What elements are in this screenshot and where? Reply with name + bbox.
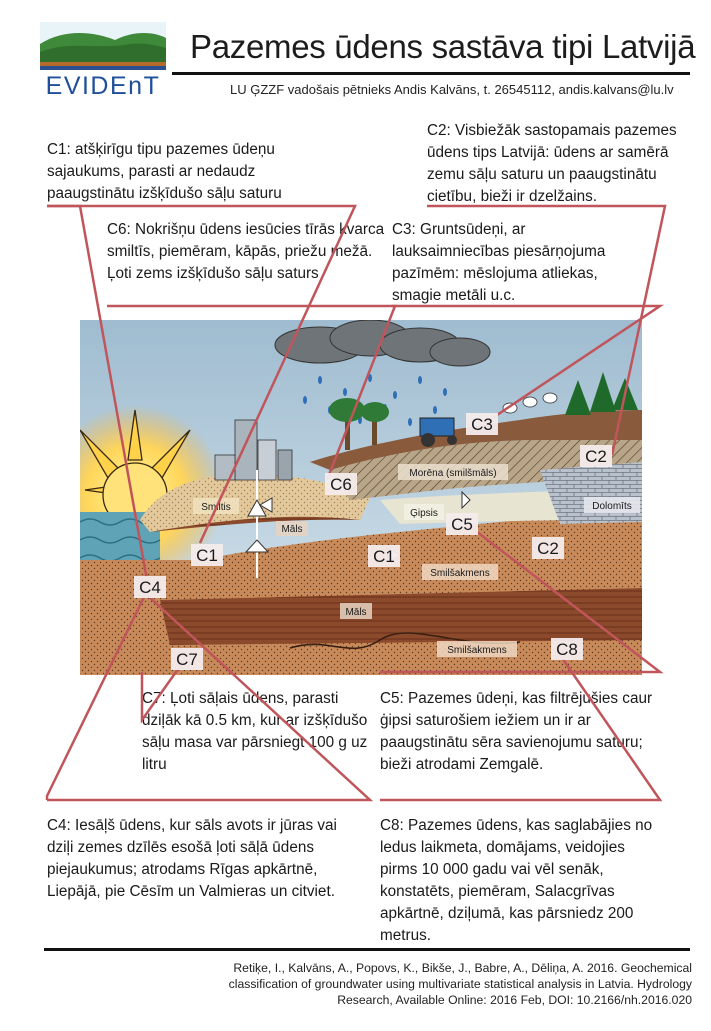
svg-text:C5: C5: [451, 515, 473, 534]
note-c6: C6: Nokrišņu ūdens iesūcies tīrās kvarca…: [107, 221, 385, 282]
marker-c6: C6: [325, 473, 357, 495]
trees: [329, 372, 638, 450]
svg-text:C1: C1: [196, 546, 218, 565]
svg-text:C2: C2: [585, 447, 607, 466]
marker-c3: C3: [466, 413, 498, 435]
svg-text:C8: C8: [556, 640, 578, 659]
layer-label-gipsis: Ģipsis: [404, 504, 444, 520]
svg-text:C1: C1: [373, 547, 395, 566]
note-c7: C7: Ļoti sāļais ūdens, parasti dziļāk kā…: [142, 690, 368, 773]
svg-text:C6: C6: [330, 475, 352, 494]
citation: Retiķe, I., Kalvāns, A., Popovs, K., Bik…: [120, 960, 692, 1008]
well-pipe: [244, 470, 273, 578]
sheep: [502, 392, 558, 414]
deep-sandstone-layer: [80, 560, 642, 675]
layer-label-dolomits: Dolomīts: [584, 497, 640, 513]
note-c2: C2: Visbiežāk sastopamais pazemes ūdens …: [427, 122, 677, 205]
citation-line-2: classification of groundwater using mult…: [228, 977, 692, 991]
marker-c4: C4: [134, 576, 166, 598]
page-subtitle: LU ĢZZF vadošais pētnieks Andis Kalvāns,…: [230, 82, 674, 97]
svg-text:Smiltis: Smiltis: [201, 502, 230, 513]
city-buildings: [214, 419, 293, 481]
svg-text:C4: C4: [139, 578, 161, 597]
footer-divider: [44, 948, 690, 951]
evident-logo: EVIDEnT: [40, 22, 168, 102]
marker-c1-left: C1: [191, 544, 223, 566]
layer-label-smilsakmens-upper: Smilšakmens: [422, 564, 498, 580]
svg-text:Māls: Māls: [345, 607, 366, 618]
note-c3: C3: Gruntsūdeņi, ar lauksaimniecības pie…: [392, 221, 606, 304]
marker-c5: C5: [446, 513, 478, 535]
svg-text:C7: C7: [176, 650, 198, 669]
tractor-icon: [419, 417, 457, 447]
layer-label-smilsakmens-lower: Smilšakmens: [437, 641, 517, 657]
layer-label-mals-lower: Māls: [340, 603, 372, 619]
svg-text:Smilšakmens: Smilšakmens: [447, 645, 506, 656]
flow-arrow-c5: [461, 490, 471, 510]
sand-dune: [140, 474, 370, 532]
sea: [80, 512, 160, 600]
clay-layer-lower: [160, 588, 642, 645]
sky: [80, 320, 642, 675]
layer-label-morena: Morēna (smilšmāls): [398, 464, 508, 480]
svg-text:Ģipsis: Ģipsis: [410, 508, 438, 519]
svg-text:C3: C3: [471, 415, 493, 434]
moraine-layer: [330, 438, 642, 500]
marker-c7: C7: [171, 648, 203, 670]
marker-c2-top: C2: [580, 445, 612, 467]
flow-arrow-c1: [387, 547, 401, 563]
svg-text:C2: C2: [537, 539, 559, 558]
gypsum-layer: [380, 490, 600, 524]
logo-text: EVIDEnT: [46, 72, 161, 100]
rain-drops: [303, 374, 447, 426]
marker-c8: C8: [551, 638, 583, 660]
marker-c2-bottom: C2: [532, 537, 564, 559]
note-c5: C5: Pazemes ūdeņi, kas filtrējušies caur…: [380, 690, 653, 773]
citation-line-3: Research, Available Online: 2016 Feb, DO…: [337, 993, 692, 1007]
note-c1: C1: atšķirīgu tipu pazemes ūdeņu sajauku…: [47, 141, 282, 202]
citation-line-1: Retiķe, I., Kalvāns, A., Popovs, K., Bik…: [233, 961, 692, 975]
svg-text:Smilšakmens: Smilšakmens: [430, 568, 489, 579]
svg-text:Morēna (smilšmāls): Morēna (smilšmāls): [409, 468, 496, 479]
svg-text:Dolomīts: Dolomīts: [592, 501, 631, 512]
note-c4: C4: Iesāļš ūdens, kur sāls avots ir jūra…: [47, 817, 337, 900]
title-divider: [172, 72, 690, 75]
svg-text:Māls: Māls: [281, 524, 302, 535]
sun-icon: [80, 405, 225, 585]
layer-label-smiltis: Smiltis: [193, 498, 239, 514]
dolomite-layer: [540, 462, 642, 524]
note-c8: C8: Pazemes ūdens, kas saglabājies no le…: [380, 817, 653, 944]
page-title: Pazemes ūdens sastāva tipi Latvijā: [190, 28, 696, 65]
layer-label-mals-upper: Māls: [276, 521, 308, 536]
cloud-icon: [274, 320, 491, 367]
marker-c1-right: C1: [368, 545, 400, 567]
clay-layer-upper: [150, 497, 360, 532]
